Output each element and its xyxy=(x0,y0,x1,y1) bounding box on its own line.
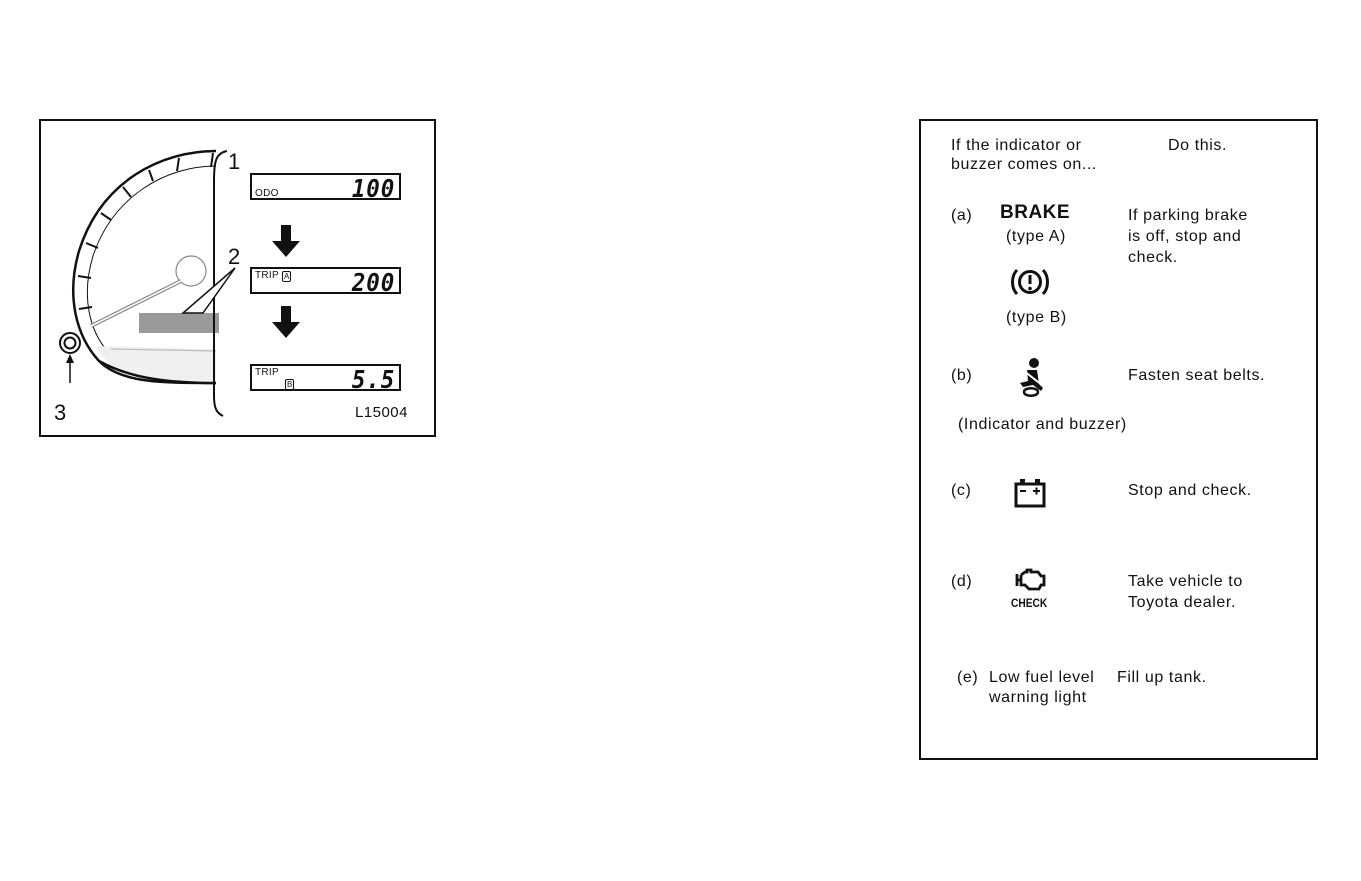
brake-warning-icon xyxy=(1011,268,1049,296)
row-a-action-line1: If parking brake xyxy=(1128,207,1248,224)
speedometer-illustration xyxy=(59,149,300,417)
row-a-action-line2: is off, stop and xyxy=(1128,228,1242,245)
row-e-action-line1: Fill up tank. xyxy=(1117,669,1207,686)
row-b-action-line1: Fasten seat belts. xyxy=(1128,367,1266,384)
lcd-mode-label: TRIP xyxy=(255,270,279,281)
row-a-letter: (a) xyxy=(951,207,973,224)
callout-1: 1 xyxy=(228,149,241,174)
type-a-label: (type A) xyxy=(1006,228,1066,245)
lcd-mode-label: TRIP xyxy=(255,367,279,378)
row-c-letter: (c) xyxy=(951,482,972,499)
lcd-mode-label: ODO xyxy=(255,188,279,199)
row-a-action-line3: check. xyxy=(1128,249,1178,266)
header-left-line1: If the indicator or xyxy=(951,137,1082,154)
instrument-cluster-figure: 1 2 3 ODO 100 TRIP A 200 TRIP B 5.5 L150… xyxy=(39,119,436,437)
row-e-item-line2: warning light xyxy=(989,689,1087,706)
lcd-value: 100 xyxy=(351,174,395,203)
indicator-table: If the indicator or buzzer comes on... D… xyxy=(919,119,1318,760)
row-d-action-line1: Take vehicle to xyxy=(1128,573,1243,590)
seat-belt-icon xyxy=(1020,358,1043,397)
row-d-letter: (d) xyxy=(951,573,973,590)
header-left-line2: buzzer comes on... xyxy=(951,156,1097,173)
battery-icon xyxy=(1014,479,1046,508)
row-b-letter: (b) xyxy=(951,367,973,384)
lcd-value: 200 xyxy=(351,268,395,297)
type-b-label: (type B) xyxy=(1006,309,1067,326)
callout-2: 2 xyxy=(228,244,241,269)
trip-b-display: TRIP B 5.5 xyxy=(250,364,401,394)
check-engine-icon xyxy=(1015,568,1046,591)
row-c-action-line1: Stop and check. xyxy=(1128,482,1252,499)
callout-3: 3 xyxy=(54,400,67,425)
check-label: CHECK xyxy=(1011,596,1048,610)
row-e-letter: (e) xyxy=(957,669,979,686)
lcd-mode-sub: A xyxy=(282,271,292,282)
row-e-item-line1: Low fuel level xyxy=(989,669,1095,686)
lcd-mode-sub: B xyxy=(285,379,295,390)
lcd-value: 5.5 xyxy=(351,365,395,394)
row-d-action-line2: Toyota dealer. xyxy=(1128,594,1237,611)
row-b-note: (Indicator and buzzer) xyxy=(958,416,1127,433)
brake-label: BRAKE xyxy=(1000,202,1071,223)
header-right: Do this. xyxy=(1168,137,1228,154)
odometer-display: ODO 100 xyxy=(250,173,401,203)
trip-a-display: TRIP A 200 xyxy=(250,267,401,297)
figure-code: L15004 xyxy=(354,404,408,421)
